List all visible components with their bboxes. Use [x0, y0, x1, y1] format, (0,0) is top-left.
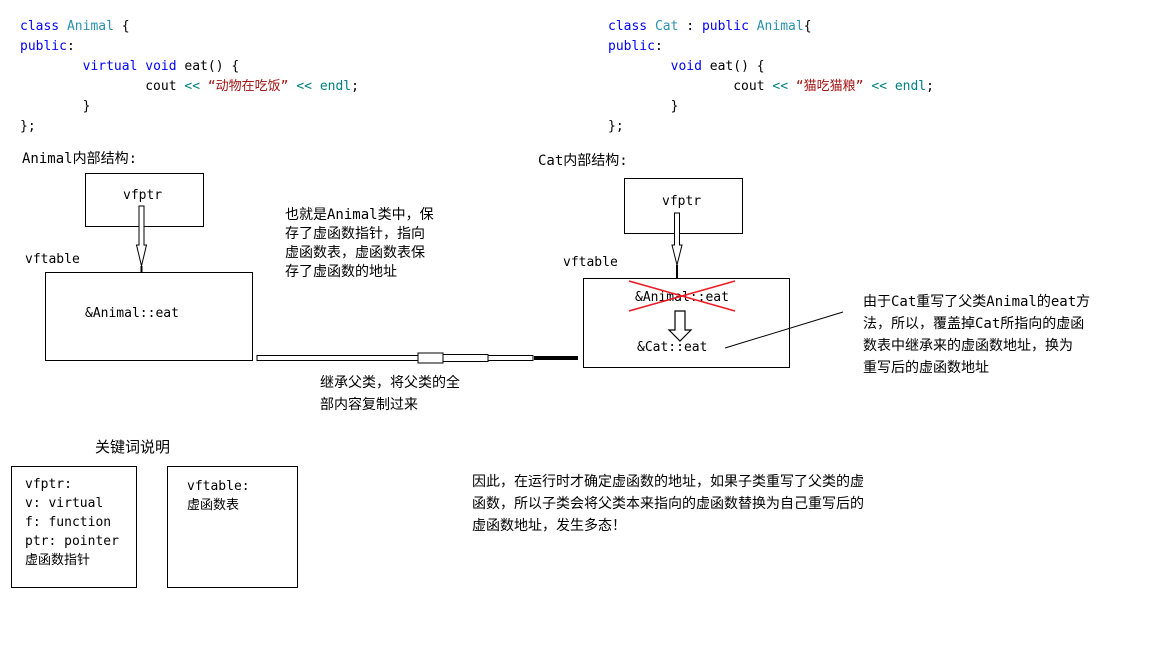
cat-vftable-label: vftable — [563, 255, 618, 270]
animal-vftable-entry: &Animal::eat — [85, 306, 179, 321]
animal-vftable-label: vftable — [25, 252, 80, 267]
animal-structure-title: Animal内部结构: — [22, 151, 138, 167]
override-note: 由于Cat重写了父类Animal的eat方法，所以，覆盖掉Cat所指向的虚函数表… — [863, 294, 1091, 376]
vftable-inherit-connector — [256, 352, 578, 364]
animal-class-code: class Animal {public: virtual void eat()… — [20, 19, 359, 134]
cat-structure-title: Cat内部结构: — [538, 153, 628, 169]
animal-vftable-box: &Animal::eat — [45, 272, 253, 361]
cat-vftable-box: &Animal::eat &Cat::eat — [583, 278, 790, 368]
vfptr-explanation-note: 也就是Animal类中，保存了虚函数指针，指向虚函数表，虚函数表保存了虚函数的地… — [285, 207, 434, 280]
cat-override-entry: &Cat::eat — [637, 340, 708, 355]
animal-vfptr-box: vfptr — [85, 173, 204, 227]
keyword-vftable-lines: vftable:虚函数表 — [187, 479, 250, 513]
keyword-legend-title: 关键词说明 — [95, 438, 171, 456]
conclusion-note: 因此，在运行时才确定虚函数的地址，如果子类重写了父类的虚函数，所以子类会将父类本… — [472, 474, 864, 534]
cat-inherited-entry: &Animal::eat — [635, 290, 729, 305]
cat-class-code: class Cat : public Animal{public: void e… — [608, 19, 934, 134]
animal-vfptr-label: vfptr — [123, 188, 163, 203]
keyword-vftable-box: vftable:虚函数表 — [167, 466, 298, 588]
inherit-note: 继承父类，将父类的全部内容复制过来 — [320, 375, 460, 413]
cat-vfptr-label: vfptr — [662, 194, 702, 209]
cat-vfptr-box: vfptr — [624, 178, 743, 234]
